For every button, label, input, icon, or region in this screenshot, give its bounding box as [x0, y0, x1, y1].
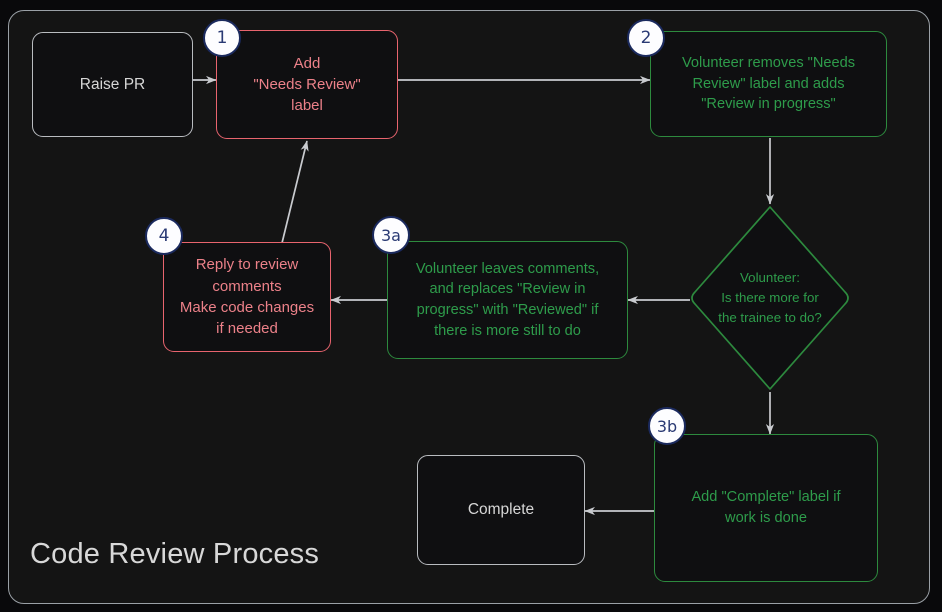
- node-step3b-label: Add "Complete" label if work is done: [691, 489, 841, 526]
- node-complete[interactable]: Complete: [417, 455, 585, 565]
- node-step3a-label: Volunteer leaves comments, and replaces …: [415, 260, 600, 339]
- node-step3a[interactable]: Volunteer leaves comments, and replaces …: [387, 241, 628, 359]
- node-step1-label: Add "Needs Review" label: [253, 54, 361, 115]
- node-decision[interactable]: Volunteer: Is there more for the trainee…: [688, 204, 852, 392]
- node-decision-label: Volunteer: Is there more for the trainee…: [718, 270, 822, 325]
- node-raise-pr[interactable]: Raise PR: [32, 32, 193, 137]
- diamond-shape: [691, 206, 849, 390]
- badge-step2[interactable]: 2: [627, 19, 665, 57]
- badge-step1[interactable]: 1: [203, 19, 241, 57]
- node-step3b[interactable]: Add "Complete" label if work is done: [654, 434, 878, 582]
- node-complete-label: Complete: [467, 501, 535, 518]
- node-step2[interactable]: Volunteer removes "Needs Review" label a…: [650, 31, 887, 137]
- badge-step3a[interactable]: 3a: [372, 216, 410, 254]
- page-title: Code Review Process: [30, 538, 320, 570]
- node-step4[interactable]: Reply to review comments Make code chang…: [163, 242, 331, 352]
- badge-step4[interactable]: 4: [145, 217, 183, 255]
- node-step1[interactable]: Add "Needs Review" label: [216, 30, 398, 139]
- node-step2-label: Volunteer removes "Needs Review" label a…: [681, 54, 856, 113]
- badge-step3b[interactable]: 3b: [648, 407, 686, 445]
- node-raise-pr-label: Raise PR: [79, 75, 146, 93]
- node-step4-label: Reply to review comments Make code chang…: [179, 256, 315, 338]
